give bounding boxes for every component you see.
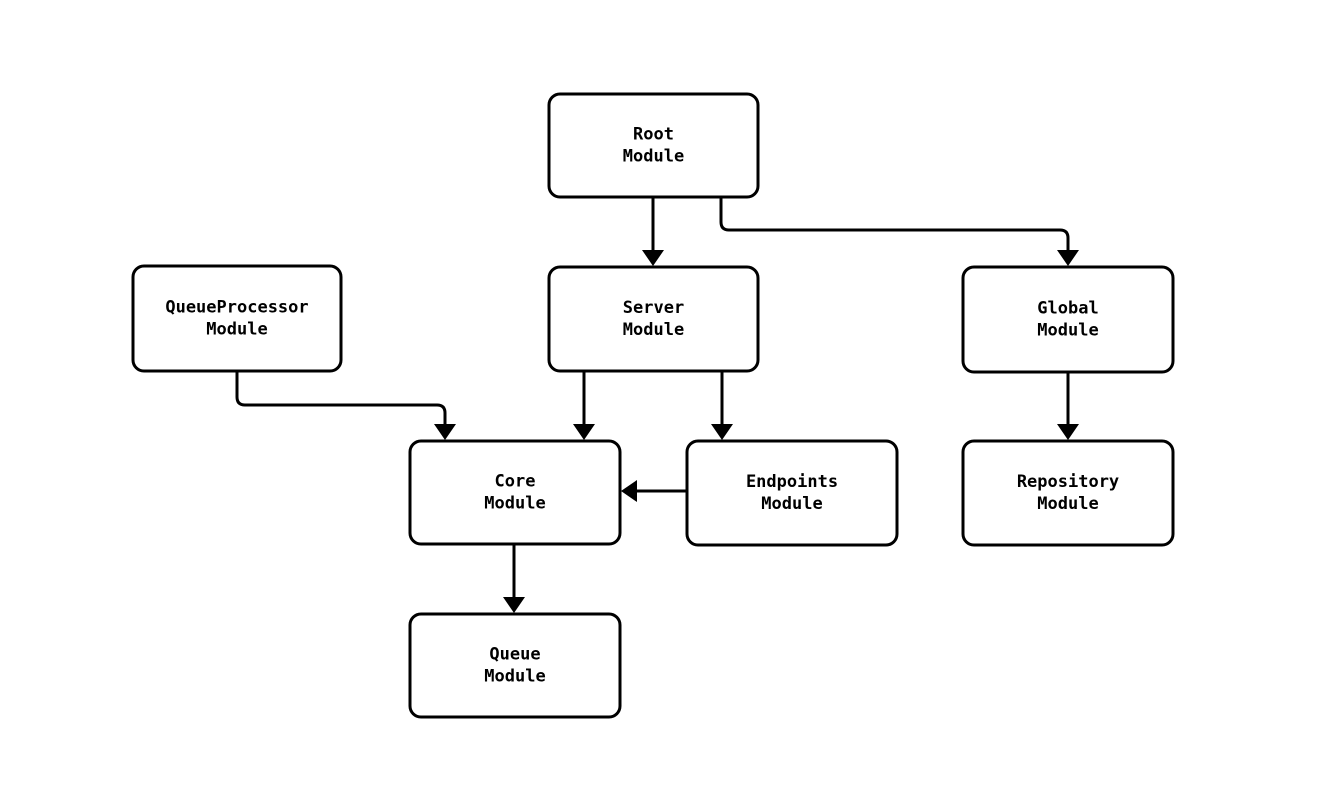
- edge-root-to-global: [719, 197, 1079, 266]
- node-box[interactable]: [961, 265, 1175, 374]
- edge-core-to-queue: [503, 544, 525, 613]
- node-label-line1: QueueProcessor: [165, 298, 308, 318]
- node-box[interactable]: [685, 439, 899, 547]
- edge-server-to-core: [573, 371, 595, 440]
- nodes-layer: RootModuleQueueProcessorModuleServerModu…: [131, 92, 1175, 719]
- node-label-line1: Repository: [1017, 472, 1119, 492]
- node-box[interactable]: [408, 439, 622, 546]
- node-label-line2: Module: [623, 147, 684, 167]
- node-box[interactable]: [408, 612, 622, 719]
- arrowhead-icon: [573, 424, 595, 440]
- edge-global-to-repository: [1057, 372, 1079, 440]
- arrowhead-icon: [711, 424, 733, 440]
- node-label-line2: Module: [623, 320, 684, 340]
- node-label-line1: Server: [623, 298, 684, 318]
- arrowhead-icon: [621, 480, 637, 502]
- node-label-line2: Module: [206, 320, 267, 340]
- node-label-line2: Module: [1037, 494, 1098, 514]
- edge-line: [719, 197, 1070, 251]
- node-box[interactable]: [131, 264, 343, 373]
- arrowhead-icon: [1057, 250, 1079, 266]
- edge-endpoints-to-core: [621, 480, 687, 502]
- arrowhead-icon: [434, 424, 456, 440]
- node-label-line1: Queue: [489, 645, 540, 665]
- node-label-line2: Module: [1037, 321, 1098, 341]
- node-label-line1: Core: [495, 472, 536, 492]
- node-label-line1: Endpoints: [746, 472, 838, 492]
- node-label-line2: Module: [484, 667, 545, 687]
- arrowhead-icon: [1057, 424, 1079, 440]
- node-box[interactable]: [547, 265, 760, 373]
- arrowhead-icon: [503, 597, 525, 613]
- edge-root-to-server: [642, 197, 664, 266]
- edge-queueprocessor-to-core: [235, 371, 456, 440]
- edges-layer: [235, 197, 1079, 613]
- node-label-line1: Global: [1037, 299, 1098, 319]
- node-label-line2: Module: [761, 494, 822, 514]
- edge-server-to-endpoints: [711, 371, 733, 440]
- node-box[interactable]: [961, 439, 1175, 547]
- node-label-line2: Module: [484, 494, 545, 514]
- node-label-line1: Root: [633, 125, 674, 145]
- arrowhead-icon: [642, 250, 664, 266]
- edge-line: [235, 371, 447, 425]
- node-box[interactable]: [547, 92, 760, 199]
